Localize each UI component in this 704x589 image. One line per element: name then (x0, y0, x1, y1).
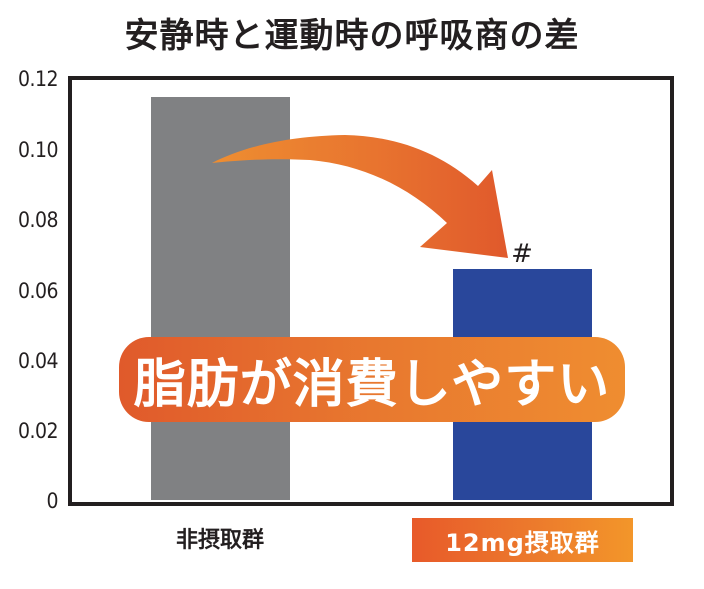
y-tick-label: 0.10 (17, 138, 59, 162)
y-tick-label: 0 (46, 489, 58, 513)
bar-non-intake (151, 97, 290, 500)
y-tick-label: 0.06 (17, 279, 59, 303)
chart-title: 安静時と運動時の呼吸商の差 (124, 16, 580, 56)
x-label-12mg-intake: 12mg摂取群 (412, 518, 633, 562)
plot-area (68, 76, 674, 506)
y-tick-label: 0.12 (17, 67, 59, 91)
x-label-non-intake: 非摂取群 (175, 528, 264, 553)
y-tick-label: 0.04 (17, 349, 59, 373)
annotation-banner: 脂肪が消費しやすい (119, 337, 625, 422)
significance-marker: # (511, 239, 533, 269)
y-tick-label: 0.02 (17, 419, 59, 443)
y-tick-label: 0.08 (17, 208, 59, 232)
